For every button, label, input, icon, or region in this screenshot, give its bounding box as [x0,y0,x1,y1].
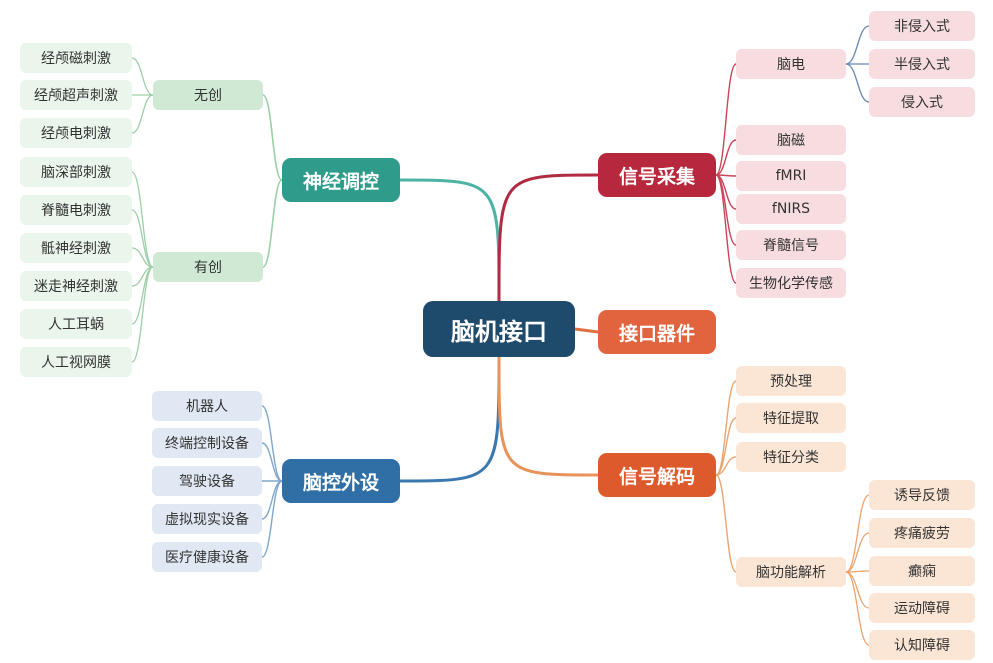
edge-leaf-tms [131,57,154,96]
leaf-feature-extraction[interactable]: 特征提取 [736,403,846,433]
edge-root-branch-signal-acquisition [497,173,600,303]
leaf-preprocessing[interactable]: 预处理 [736,366,846,396]
leaf-meg[interactable]: 脑磁 [736,125,846,155]
edge-leaf-terminal-control [261,442,283,482]
node-eeg[interactable]: 脑电 [736,49,846,79]
leaf-tus[interactable]: 经颅超声刺激 [20,80,132,110]
edge-leaf-medical-device [261,480,283,558]
leaf-fnirs[interactable]: fNIRS [736,194,846,224]
node-brain-function-analysis[interactable]: 脑功能解析 [736,557,846,587]
leaf-cochlear-implant[interactable]: 人工耳蜗 [20,309,132,339]
branch-interface-device[interactable]: 接口器件 [598,310,716,354]
edge-leaf-dbs [131,171,154,268]
edge-root-branch-interface-device [573,327,600,334]
edge-leaf-invasive-eeg [845,63,870,103]
edge-leaf-sns [131,247,154,268]
edge-root-branch-signal-decoding [497,355,600,477]
edge-leaf-movement-disorder [845,571,870,609]
edge-leaf-noninvasive-eeg [845,25,870,65]
leaf-tes[interactable]: 经颅电刺激 [20,118,132,148]
edge-leaf-robot [261,405,283,482]
edge-node-brain-function-analysis [715,474,737,573]
leaf-biochemical-sensing[interactable]: 生物化学传感 [736,268,846,298]
leaf-feature-classification[interactable]: 特征分类 [736,442,846,472]
branch-brain-controlled-peripherals[interactable]: 脑控外设 [282,459,400,503]
edge-root-branch-brain-controlled-peripherals [398,355,501,483]
edge-leaf-evoked-feedback [845,494,870,573]
leaf-invasive-eeg[interactable]: 侵入式 [869,87,975,117]
root-node[interactable]: 脑机接口 [423,301,575,357]
leaf-scs[interactable]: 脊髓电刺激 [20,195,132,225]
branch-signal-acquisition[interactable]: 信号采集 [598,153,716,197]
leaf-epilepsy[interactable]: 癫痫 [869,556,975,586]
leaf-movement-disorder[interactable]: 运动障碍 [869,593,975,623]
leaf-tms[interactable]: 经颅磁刺激 [20,43,132,73]
branch-neuromodulation[interactable]: 神经调控 [282,158,400,202]
leaf-evoked-feedback[interactable]: 诱导反馈 [869,480,975,510]
branch-signal-decoding[interactable]: 信号解码 [598,453,716,497]
leaf-spinal-signal[interactable]: 脊髓信号 [736,230,846,260]
edge-leaf-preprocessing [715,380,737,476]
leaf-sns[interactable]: 骶神经刺激 [20,233,132,263]
leaf-pain-fatigue[interactable]: 疼痛疲劳 [869,518,975,548]
edge-neuromod-noninvasive [262,94,283,181]
edge-leaf-retinal-implant [131,266,154,363]
leaf-medical-device[interactable]: 医疗健康设备 [152,542,262,572]
edge-root-branch-neuromodulation [398,178,501,303]
leaf-cognitive-disorder[interactable]: 认知障碍 [869,630,975,660]
edge-leaf-biochemical-sensing [715,174,737,284]
edge-leaf-scs [131,209,154,268]
edge-leaf-feature-classification [715,456,737,476]
leaf-semi-invasive-eeg[interactable]: 半侵入式 [869,49,975,79]
leaf-fmri[interactable]: fMRI [736,161,846,191]
edge-leaf-meg [715,139,737,176]
group-invasive[interactable]: 有创 [153,252,263,282]
leaf-driving-device[interactable]: 驾驶设备 [152,466,262,496]
leaf-terminal-control[interactable]: 终端控制设备 [152,428,262,458]
leaf-vr-device[interactable]: 虚拟现实设备 [152,504,262,534]
leaf-dbs[interactable]: 脑深部刺激 [20,157,132,187]
edge-leaf-feature-extraction [715,417,737,476]
leaf-retinal-implant[interactable]: 人工视网膜 [20,347,132,377]
leaf-robot[interactable]: 机器人 [152,391,262,421]
edge-leaf-cognitive-disorder [845,571,870,646]
edge-leaf-tes [131,94,154,134]
edge-leaf-pain-fatigue [845,532,870,573]
edge-leaf-vr-device [261,480,283,520]
leaf-vns[interactable]: 迷走神经刺激 [20,271,132,301]
group-noninvasive[interactable]: 无创 [153,80,263,110]
edge-neuromod-invasive [262,179,283,268]
edge-node-eeg [715,63,737,176]
leaf-noninvasive-eeg[interactable]: 非侵入式 [869,11,975,41]
